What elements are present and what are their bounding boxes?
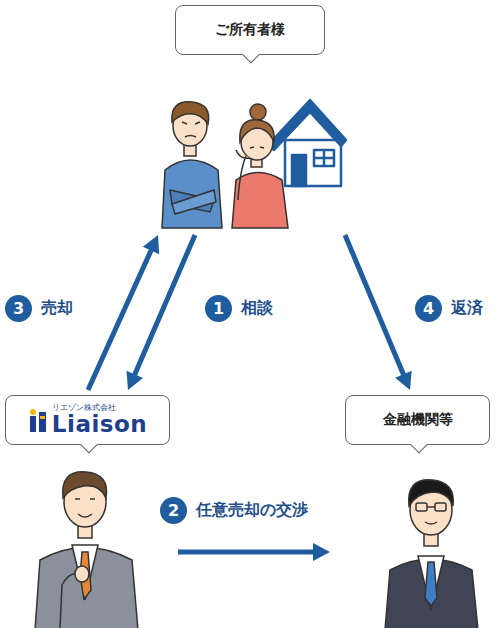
actor-group: ご所有者様 (150, 5, 350, 235)
bubble-tail (80, 437, 97, 454)
arrow-head (126, 371, 143, 390)
speech-bubble: ご所有者様 (175, 5, 325, 55)
arrow-head (313, 543, 330, 561)
step-label: 4 返済 (415, 295, 483, 322)
speech-bubble: 金融機関等 (345, 395, 490, 445)
step-text: 売却 (41, 298, 73, 319)
bubble-tail (410, 437, 427, 454)
flow-arrow (88, 235, 159, 390)
arrow-head (143, 235, 159, 254)
callout-number: 2 (160, 497, 187, 524)
speech-bubble: リエゾン株式会社Liaison (5, 395, 170, 445)
bubble-text: 金融機関等 (383, 411, 453, 429)
callout-number: 4 (415, 295, 442, 322)
arrow-line (178, 550, 315, 555)
arrow-line (134, 235, 195, 376)
step-label: 2 任意売却の交渉 (160, 497, 308, 524)
step-text: 返済 (451, 298, 483, 319)
owner-woman (232, 104, 288, 228)
actor-group: リエゾン株式会社Liaison (5, 390, 178, 628)
arrow-head (395, 371, 412, 390)
company-name: リエゾン株式会社 (52, 404, 147, 413)
flow-arrow (178, 543, 330, 561)
step-text: 相談 (241, 298, 273, 319)
flow-arrow (126, 235, 195, 390)
bubble-text: ご所有者様 (215, 21, 285, 39)
step-label: 1 相談 (205, 295, 273, 322)
arrow-line (345, 235, 404, 376)
logo-text: リエゾン株式会社Liaison (52, 404, 147, 437)
owner-man (162, 102, 222, 228)
actor-group: 金融機関等 (330, 390, 497, 628)
company-logo: リエゾン株式会社Liaison (28, 404, 147, 437)
agent-man (35, 472, 138, 628)
banker-man (385, 480, 478, 628)
bubble-content: ご所有者様 (215, 21, 285, 39)
bubble-content: 金融機関等 (383, 411, 453, 429)
bubble-tail (243, 47, 260, 64)
house (268, 100, 346, 186)
callout-number: 1 (205, 295, 232, 322)
step-text: 任意売却の交渉 (196, 500, 308, 521)
flow-arrow (345, 235, 412, 390)
arrow-line (88, 249, 152, 390)
logo-icon (28, 408, 48, 432)
brand-name: Liaison (52, 412, 147, 436)
callout-number: 3 (5, 295, 32, 322)
step-label: 3 売却 (5, 295, 73, 322)
